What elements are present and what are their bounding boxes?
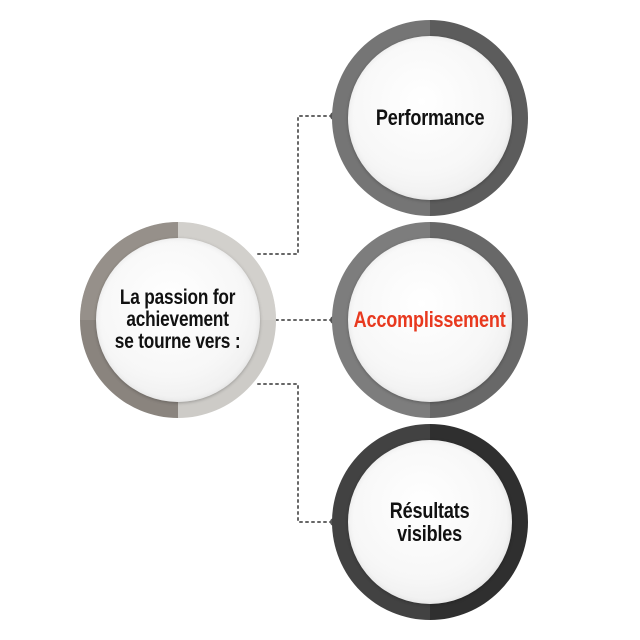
resultats-node: Résultats visibles (348, 440, 512, 604)
accomplissement-label: Accomplissement (354, 307, 506, 333)
connector-performance (257, 115, 333, 255)
resultats-label-line-2: visibles (397, 521, 463, 546)
center-node: La passion for achievement se tourne ver… (96, 238, 260, 402)
resultats-label: Résultats visibles (390, 499, 470, 545)
performance-node: Performance (348, 36, 512, 200)
center-label-line-1: La passion for (120, 285, 236, 309)
performance-label: Performance (375, 105, 485, 131)
resultats-label-line-1: Résultats (390, 497, 470, 523)
center-label: La passion for achievement se tourne ver… (115, 285, 241, 354)
connector-resultats (257, 383, 333, 523)
center-label-line-2: achievement (126, 307, 230, 331)
center-label-line-3: se tourne vers : (115, 330, 241, 354)
accomplissement-node: Accomplissement (348, 238, 512, 402)
